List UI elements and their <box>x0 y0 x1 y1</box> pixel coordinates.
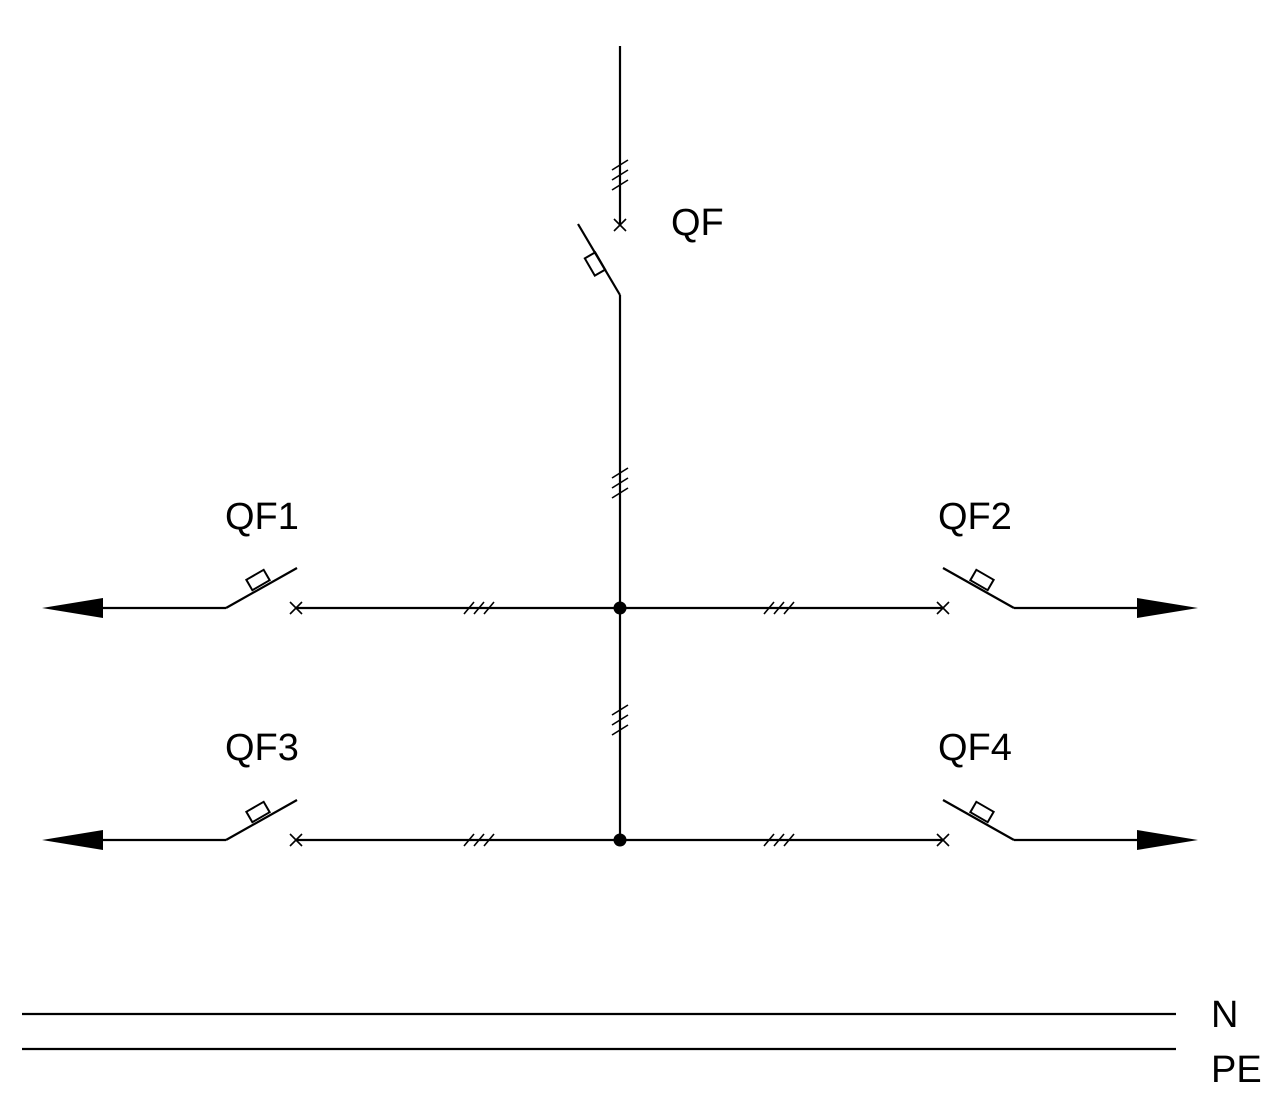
main-breaker-contact-x <box>613 218 627 232</box>
conductor-label-n: N <box>1211 994 1238 1036</box>
feeder-qf4: QF4 <box>620 727 1198 850</box>
conductor-label-pe: PE <box>1211 1049 1262 1091</box>
feeder-qf2: QF2 <box>620 496 1198 618</box>
three-phase-marker-incoming <box>611 159 629 191</box>
three-phase-marker-qf2 <box>763 601 795 615</box>
breaker-label-qf2: QF2 <box>938 496 1012 538</box>
three-phase-marker-qf1 <box>463 601 495 615</box>
three-phase-marker-qf3 <box>463 833 495 847</box>
incoming-feeder <box>611 46 629 232</box>
qf2-contact-x <box>936 601 950 615</box>
outgoing-arrow-qf2 <box>1137 598 1198 618</box>
three-phase-marker-qf4 <box>763 833 795 847</box>
breaker-label-qf3: QF3 <box>225 727 299 769</box>
outgoing-arrow-qf1 <box>42 598 103 618</box>
outgoing-arrow-qf4 <box>1137 830 1198 850</box>
main-breaker-qf: QF <box>577 202 724 296</box>
breaker-label-qf4: QF4 <box>938 727 1012 769</box>
qf4-contact-x <box>936 833 950 847</box>
qf3-contact-x <box>289 833 303 847</box>
protective-earth-conductor: PE <box>22 1047 1262 1091</box>
vertical-bus <box>611 295 629 847</box>
three-phase-marker-lower <box>611 704 629 736</box>
qf1-contact-x <box>289 601 303 615</box>
breaker-label-qf: QF <box>671 202 724 244</box>
neutral-conductor: N <box>22 994 1238 1036</box>
outgoing-arrow-qf3 <box>42 830 103 850</box>
feeder-qf3: QF3 <box>42 727 620 850</box>
three-phase-marker-upper <box>611 467 629 499</box>
feeder-qf1: QF1 <box>42 496 620 618</box>
breaker-label-qf1: QF1 <box>225 496 299 538</box>
